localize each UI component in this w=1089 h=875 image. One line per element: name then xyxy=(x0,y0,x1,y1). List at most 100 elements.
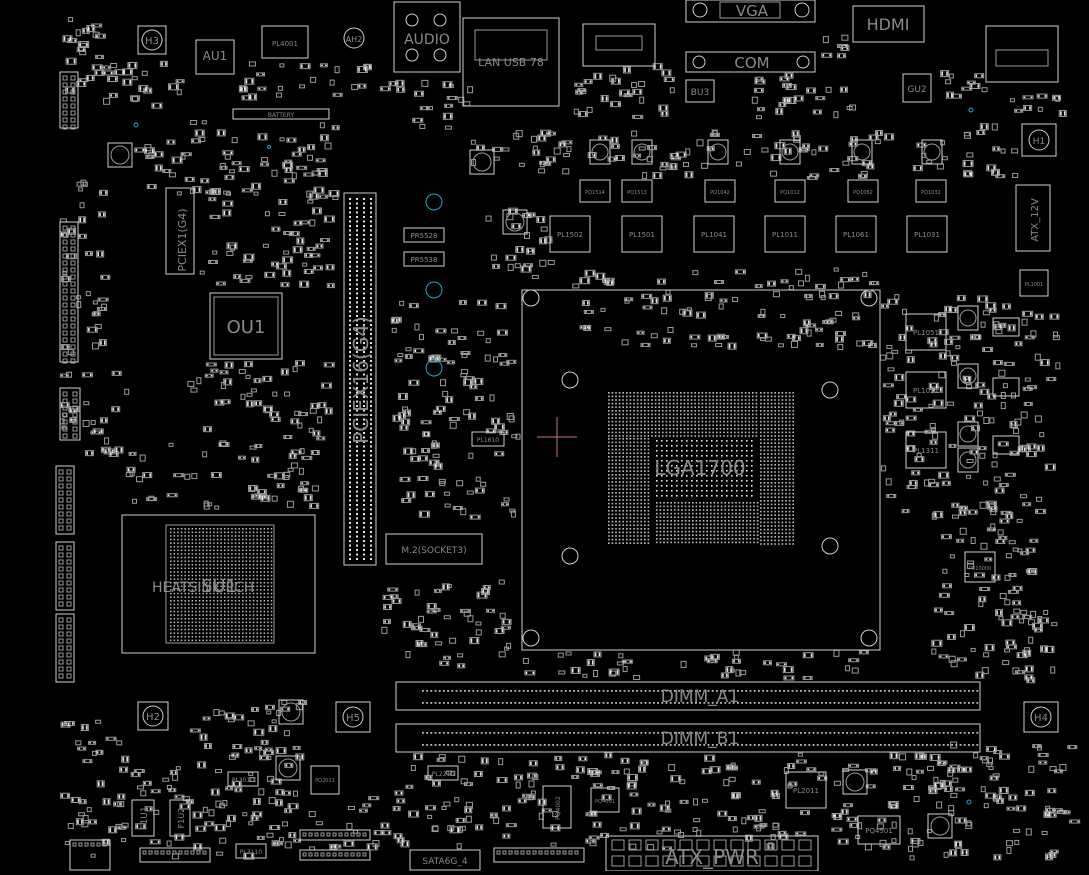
atx-12v-connector[interactable]: ATX_12V xyxy=(1016,185,1050,251)
smd-part xyxy=(913,408,922,411)
cpu-socket[interactable]: LGA1700 xyxy=(522,290,880,650)
atx-power-connector[interactable]: ATX_PWR xyxy=(606,836,818,871)
smd-part xyxy=(742,818,746,824)
lan-usb-connector[interactable]: LAN USB 78 xyxy=(463,18,559,106)
ou1-chip[interactable]: OU1 xyxy=(210,293,282,359)
smd-part xyxy=(826,87,831,92)
smd-part xyxy=(1006,841,1012,846)
smd-part xyxy=(609,669,619,675)
pl1031-inductor[interactable]: PL1031 xyxy=(907,216,947,252)
usb-rear-right[interactable] xyxy=(986,26,1058,82)
smd-part xyxy=(167,841,171,846)
usb-stack-connector[interactable] xyxy=(583,24,655,66)
smd-part xyxy=(293,367,297,372)
battery-holder[interactable]: BATTERY xyxy=(233,109,329,119)
smd-part xyxy=(245,362,253,367)
m2-socket[interactable]: M.2(SOCKET3) xyxy=(386,534,482,564)
vrm-capacitor xyxy=(708,140,728,164)
smd-part xyxy=(122,69,132,75)
smd-part xyxy=(529,761,537,766)
au1-audio-codec[interactable]: AU1 xyxy=(196,40,234,74)
pch-heatsink[interactable]: HEATSINK PCH SU1 xyxy=(122,515,315,653)
pq1012-mosfet[interactable]: PQ1012 xyxy=(775,180,805,202)
smd-part xyxy=(843,161,849,165)
audio-jack[interactable]: AUDIO xyxy=(394,2,460,72)
pr5528-resistor[interactable]: PR5528 xyxy=(404,228,444,242)
gu2-chip[interactable]: GU2 xyxy=(903,74,931,102)
pin-header[interactable] xyxy=(56,542,74,610)
pl4001-inductor[interactable]: PL4001 xyxy=(262,26,308,58)
pin-header[interactable] xyxy=(494,848,584,862)
dimm-b1-slot[interactable]: DIMM_B1 xyxy=(396,724,980,752)
smd-part xyxy=(661,162,668,166)
pq1062-mosfet[interactable]: PQ1062 xyxy=(848,180,878,202)
smd-part xyxy=(792,341,798,347)
pl1061-inductor[interactable]: PL1061 xyxy=(836,216,876,252)
pl1502-inductor[interactable]: PL1502 xyxy=(550,216,590,252)
smd-part xyxy=(226,787,233,790)
pciex16-slot[interactable]: PCIEX16(G4) xyxy=(344,193,376,565)
pq1513-mosfet[interactable]: PQ1513 xyxy=(622,180,652,202)
bu3-chip[interactable]: BU3 xyxy=(686,80,714,102)
pq1514-mosfet[interactable]: PQ1514 xyxy=(580,180,610,202)
pr5538-resistor[interactable]: PR5538 xyxy=(404,252,444,266)
pin-header[interactable] xyxy=(300,830,370,840)
pin-header[interactable] xyxy=(56,466,74,534)
smd-part xyxy=(907,357,914,363)
pl2210-inductor[interactable]: PL2210 xyxy=(428,766,458,780)
smd-part xyxy=(93,301,97,304)
standoff-vias xyxy=(134,108,973,804)
pl1041-inductor[interactable]: PL1041 xyxy=(694,216,734,252)
pl1311-inductor[interactable]: PL1311 xyxy=(906,432,946,468)
pciex1-slot[interactable]: PCIEX1(G4) xyxy=(166,188,194,274)
smd-part xyxy=(983,311,989,315)
pl1501-inductor[interactable]: PL1501 xyxy=(622,216,662,252)
pl1011-inductor[interactable]: PL1011 xyxy=(765,216,805,252)
pin-header[interactable] xyxy=(56,614,74,682)
pq1032-mosfet[interactable]: PQ1032 xyxy=(916,180,946,202)
hdmi-connector[interactable]: HDMI xyxy=(853,6,924,42)
vrm-capacitor xyxy=(922,140,942,164)
mounting-hole-h5: H5 xyxy=(336,702,370,732)
smd-part xyxy=(1037,497,1042,501)
smd-part xyxy=(269,726,277,732)
pu10000-label: PU10000 xyxy=(969,566,992,572)
smd-part xyxy=(397,799,405,803)
smd-part xyxy=(1017,653,1027,658)
f1u1-fuse[interactable]: F1U1 xyxy=(132,800,154,836)
pq2011-mosfet[interactable]: PQ2011 xyxy=(311,766,339,794)
pl3010-inductor[interactable]: PL3010 xyxy=(228,772,258,786)
smd-part xyxy=(999,754,1009,759)
smd-part xyxy=(115,70,125,75)
pq4002-mosfet[interactable]: PQ4002 xyxy=(543,786,571,828)
smd-part xyxy=(605,328,611,331)
smd-part xyxy=(205,374,213,377)
smd-part xyxy=(352,85,358,90)
smd-part xyxy=(768,281,776,286)
pl1001-inductor[interactable]: PL1001 xyxy=(1020,270,1048,296)
smd-part xyxy=(298,147,305,152)
pq1042-mosfet[interactable]: PQ1042 xyxy=(705,180,735,202)
pl1610-inductor[interactable]: PL1610 xyxy=(472,432,504,446)
smd-part xyxy=(576,767,584,773)
smd-part xyxy=(1025,666,1033,672)
com-header[interactable]: COM xyxy=(686,52,815,72)
sata-connector[interactable]: SATA6G_4 xyxy=(410,850,480,870)
vga-connector[interactable]: VGA xyxy=(686,0,815,22)
pin-header[interactable] xyxy=(60,72,78,129)
smd-part xyxy=(239,370,245,374)
pq4001-mosfet[interactable]: PQ4001 xyxy=(591,788,619,812)
smd-part xyxy=(533,146,537,150)
smd-part xyxy=(490,395,494,401)
smd-part xyxy=(945,612,954,615)
smd-part xyxy=(422,449,430,453)
dimm-a1-slot[interactable]: DIMM_A1 xyxy=(396,682,980,710)
pin-header[interactable] xyxy=(300,850,370,860)
smd-part xyxy=(330,80,334,85)
smd-part xyxy=(993,453,997,458)
pl3110-inductor[interactable]: PL3110 xyxy=(236,844,266,858)
pin-header[interactable] xyxy=(60,222,78,363)
smd-part xyxy=(209,198,216,201)
pin-header[interactable] xyxy=(60,388,80,440)
smd-part xyxy=(663,295,671,301)
